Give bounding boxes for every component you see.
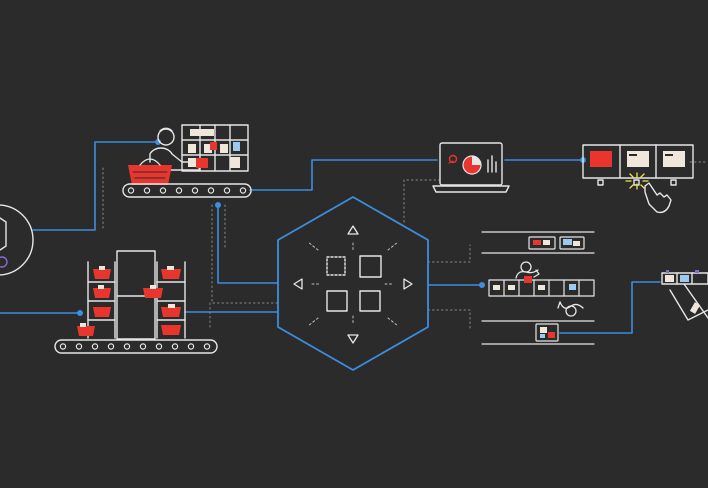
connector-shelves-to-robot [559,281,661,334]
arrow-left-icon [293,278,303,290]
shelving-items-icon [481,231,595,345]
triple-panel-monitor-icon [582,144,694,186]
left-partial-circle-icon [0,204,34,276]
people-collaboration-icon [515,261,584,317]
conveyor-belt-icon [122,183,252,198]
worker-at-shelf-icon [128,124,249,185]
dotted-connector-lines [102,161,708,331]
storage-rack-conveyor-icon [54,250,218,354]
arrow-down-icon [347,334,359,344]
blue-connector-lines [0,141,661,334]
connector-left-circle-to-worker [32,141,159,231]
connector-belt-to-laptop [249,159,438,191]
hand-pointer-icon [625,172,672,214]
arrow-right-icon [403,278,413,290]
arrow-up-icon [347,225,359,235]
hexagon-hub-icon [277,196,429,371]
laptop-dashboard-icon [432,142,510,193]
connector-belt-down-to-hub [217,204,279,284]
robot-arm-icon [661,270,708,321]
